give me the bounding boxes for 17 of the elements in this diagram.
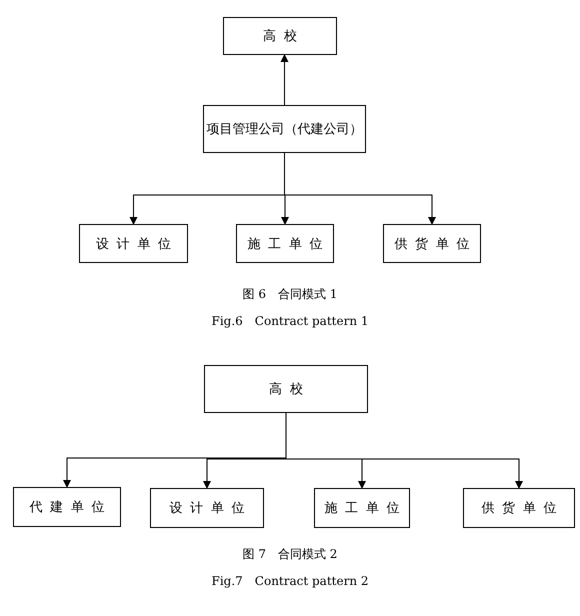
text-box: 高校 — [223, 17, 337, 55]
figure-caption: 图 6 合同模式 1 — [242, 287, 338, 301]
text-box: 供货单位 — [463, 488, 575, 528]
text-box: 设计单位 — [150, 488, 264, 528]
figure-caption: 图 7 合同模式 2 — [242, 547, 338, 561]
text-box: 项目管理公司（代建公司） — [203, 105, 366, 153]
figure-caption: Fig.7 Contract pattern 2 — [212, 574, 368, 588]
arrow — [286, 412, 523, 489]
text-box: 高校 — [204, 365, 368, 413]
figure-caption: Fig.6 Contract pattern 1 — [212, 314, 368, 328]
text-box: 设计单位 — [79, 224, 188, 263]
text-box: 施工单位 — [314, 488, 410, 528]
text-box: 代建单位 — [13, 487, 121, 527]
arrow — [280, 54, 288, 106]
text-box: 施工单位 — [236, 224, 334, 263]
text-box: 供货单位 — [383, 224, 481, 263]
arrow — [284, 152, 436, 225]
